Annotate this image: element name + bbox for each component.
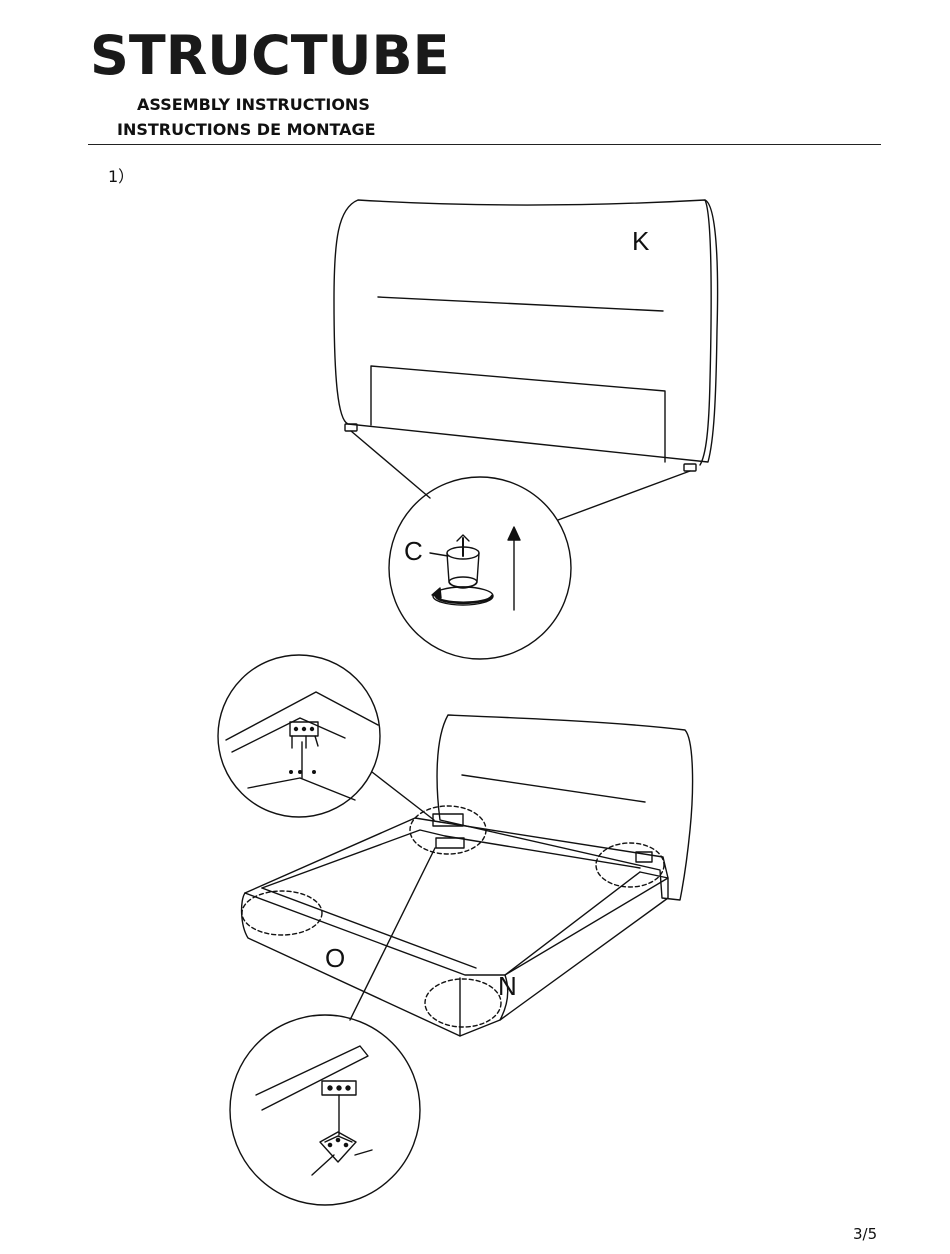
highlight-front-left (242, 891, 322, 935)
bracket-back-lower (436, 838, 464, 848)
callout-line-left (351, 431, 430, 498)
callout-line-right (558, 471, 690, 520)
lift-arrow-head (508, 527, 520, 540)
label-n: N (498, 971, 517, 1001)
frame-back-rail (440, 822, 668, 878)
frame-headboard-seam (462, 775, 645, 802)
lower-bracket-detail (230, 848, 435, 1205)
frame-inner-front (262, 888, 476, 968)
label-c: C (404, 536, 423, 566)
headboard-outline (334, 200, 718, 462)
headboard-right-foot (684, 464, 696, 471)
leg-label-leader (430, 553, 448, 556)
lower-callout-line (350, 848, 435, 1020)
headboard-diagram: K C (334, 200, 718, 659)
upper-callout-line (372, 772, 434, 820)
leg-detail-circle (389, 477, 571, 659)
frame-right-side (500, 878, 668, 1020)
headboard-panel (371, 366, 665, 462)
upper-bracket-detail (218, 655, 434, 820)
frame-inner-left (262, 830, 445, 888)
label-o: O (325, 943, 345, 973)
bed-frame-diagram: O N (242, 715, 693, 1036)
highlight-front-right (425, 979, 501, 1027)
frame-left-rail-top (245, 818, 440, 893)
headboard-side-edge (700, 200, 711, 465)
page-number: 3/5 (853, 1225, 877, 1243)
headboard-seam (378, 297, 663, 311)
frame-headboard (437, 715, 693, 900)
label-k: K (632, 226, 650, 256)
frame-top-left-edge (245, 872, 640, 975)
frame-inner-back (445, 836, 640, 868)
leg-icon (432, 535, 493, 605)
